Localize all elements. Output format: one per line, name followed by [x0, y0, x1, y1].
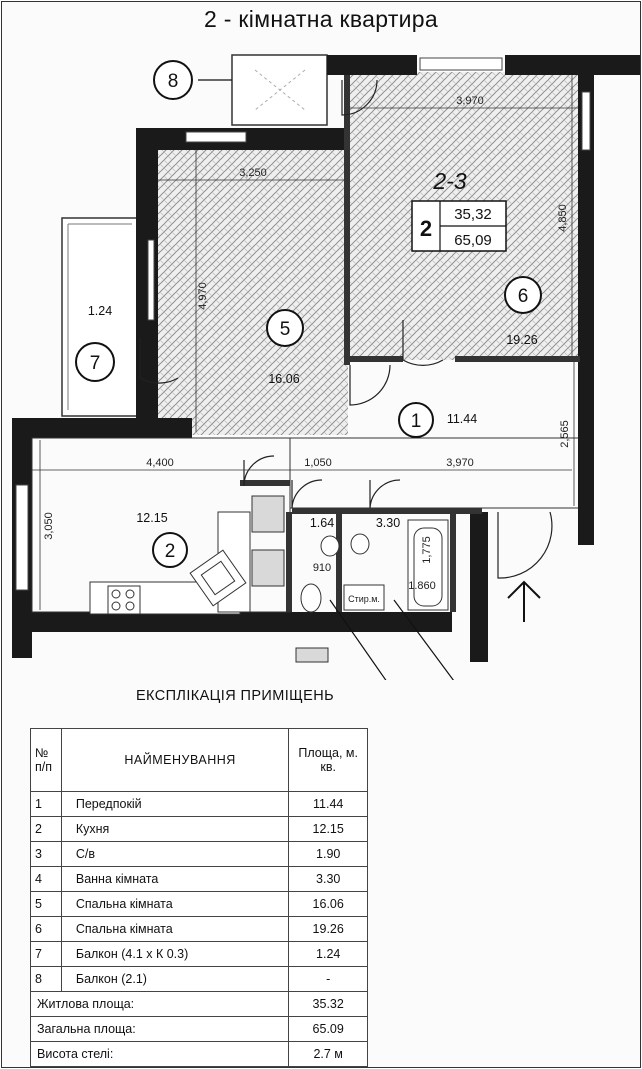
room4-area: 3.30 — [376, 516, 400, 530]
row-no: 8 — [30, 966, 62, 992]
marker-8: 8 — [168, 71, 179, 92]
room7-area: 1.24 — [88, 304, 112, 318]
room5-floor — [158, 150, 348, 435]
dim-wc: 910 — [313, 562, 331, 574]
row-name: Ванна кімната — [60, 866, 290, 892]
summary-row: Висота стелі:2.7 м — [29, 1041, 368, 1067]
table-header: № п/п НАЙМЕНУВАННЯ Площа, м. кв. — [30, 728, 368, 792]
row-no: 7 — [30, 941, 62, 967]
marker-5: 5 — [280, 319, 291, 340]
entrance-arrow-icon — [507, 580, 541, 622]
dim-hall-width: 3,970 — [446, 457, 474, 469]
summary-label: Висота стелі: — [29, 1041, 290, 1067]
row-name: Спальна кімната — [60, 916, 290, 942]
page-title: 2 - кімнатна квартира — [204, 6, 438, 32]
row-name: С/в — [60, 841, 290, 867]
row-area: 19.26 — [288, 916, 368, 942]
room1-area: 11.44 — [447, 412, 477, 426]
row-area: 11.44 — [288, 791, 368, 817]
row-name: Передпокій — [60, 791, 290, 817]
row-area: 1.24 — [288, 941, 368, 967]
row-area: 16.06 — [288, 891, 368, 917]
washer-label: Стир.м. — [348, 594, 380, 604]
row-area: 12.15 — [288, 816, 368, 842]
dim-small: 1,050 — [304, 457, 332, 469]
dim-room6-height: 4,850 — [557, 204, 569, 232]
dim-top: 3,970 — [456, 95, 484, 107]
marker-1: 1 — [411, 411, 422, 432]
summary-value: 2.7 м — [288, 1041, 368, 1067]
living-area-badge: 35,32 — [454, 206, 492, 223]
floor-plan: 8 1 2 3 4 5 6 7 11.44 12.15 1.64 3.30 16… — [12, 54, 640, 680]
row-name: Балкон (2.1) — [60, 966, 290, 992]
room3-area: 1.64 — [310, 516, 334, 530]
apartment-code: 2-3 — [432, 168, 466, 194]
apartment-badge: 2-3 2 35,32 65,09 — [411, 168, 507, 252]
marker-7: 7 — [90, 353, 101, 374]
row-area: 1.90 — [288, 841, 368, 867]
row-no: 6 — [30, 916, 62, 942]
header-no: № п/п — [30, 728, 62, 792]
room-count: 2 — [420, 216, 432, 241]
dim-room5-height: 4,970 — [197, 282, 209, 310]
summary-value: 35.32 — [288, 991, 368, 1017]
row-name: Балкон (4.1 х К 0.3) — [60, 941, 290, 967]
dim-kitchen-height: 3,050 — [43, 512, 55, 540]
marker-6: 6 — [518, 286, 529, 307]
row-area: - — [288, 966, 368, 992]
header-area: Площа, м. кв. — [288, 728, 368, 792]
summary-label: Житлова площа: — [29, 991, 290, 1017]
explication-title: ЕКСПЛІКАЦІЯ ПРИМІЩЕНЬ — [135, 688, 335, 704]
dim-kitchen-width: 4,400 — [146, 457, 174, 469]
row-area: 3.30 — [288, 866, 368, 892]
row-no: 5 — [30, 891, 62, 917]
room2-area: 12.15 — [136, 511, 167, 525]
summary-label: Загальна площа: — [29, 1016, 290, 1042]
row-no: 3 — [30, 841, 62, 867]
summary-value: 65.09 — [288, 1016, 368, 1042]
summary-row: Загальна площа:65.09 — [29, 1016, 368, 1042]
walls — [12, 55, 640, 662]
total-area-badge: 65,09 — [454, 232, 492, 249]
header-name: НАЙМЕНУВАННЯ — [60, 728, 290, 792]
row-no: 2 — [30, 816, 62, 842]
row-no: 4 — [30, 866, 62, 892]
row-name: Спальна кімната — [60, 891, 290, 917]
room5-area: 16.06 — [268, 372, 299, 386]
dim-room5-width: 3,250 — [239, 167, 267, 179]
dim-bath: 1,775 — [421, 536, 433, 564]
row-no: 1 — [30, 791, 62, 817]
dim-hall-height: 2,565 — [559, 420, 571, 448]
summary-row: Житлова площа:35.32 — [29, 991, 368, 1017]
row-name: Кухня — [60, 816, 290, 842]
marker-2: 2 — [165, 541, 176, 562]
dim-bath-len: 1.860 — [408, 580, 436, 592]
room6-area: 19.26 — [506, 333, 537, 347]
